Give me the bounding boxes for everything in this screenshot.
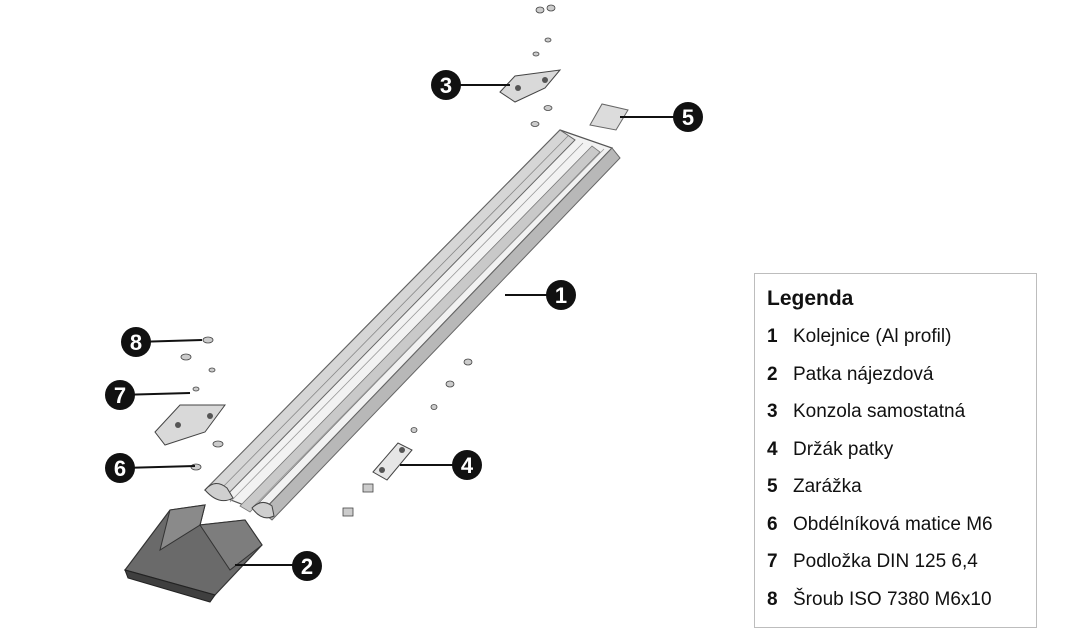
bracket-lower-part — [154, 404, 226, 446]
callout-5: 5 — [673, 102, 703, 132]
callout-5-label: 5 — [682, 105, 694, 130]
callout-8: 8 — [121, 327, 151, 357]
callout-4-label: 4 — [461, 453, 474, 478]
legend-item-label: Zarážka — [793, 476, 862, 497]
legend-item-number: 1 — [767, 326, 778, 347]
legend-item-number: 3 — [767, 401, 778, 422]
legend-box: Legenda 1 Kolejnice (Al profil) 2 Patka ná… — [754, 273, 1037, 628]
callout-2-label: 2 — [301, 554, 313, 579]
callout-7-label: 7 — [114, 383, 126, 408]
callout-7: 7 — [105, 380, 135, 410]
legend-title: Legenda — [767, 287, 854, 310]
callout-1: 1 — [546, 280, 576, 310]
callout-3: 3 — [431, 70, 461, 100]
foot-part — [123, 504, 263, 603]
legend-item: 5 Zarážka — [767, 468, 1036, 506]
callout-1-label: 1 — [555, 283, 567, 308]
stop-plate-part — [589, 103, 629, 131]
legend-item-number: 2 — [767, 363, 778, 385]
callout-3-label: 3 — [440, 73, 452, 98]
legend-item: 4 Držák patky — [767, 431, 1036, 469]
legend-item: 1 Kolejnice (Al profil) — [767, 318, 1036, 356]
legend-item-label: Šroub ISO 7380 M6x10 — [793, 588, 992, 610]
legend-item-label: Kolejnice (Al profil) — [793, 326, 952, 347]
legend-item-number: 6 — [767, 513, 778, 535]
callout-2: 2 — [292, 551, 322, 581]
legend-item: 6 Obdélníková matice M6 — [767, 506, 1036, 544]
legend-item-label: Konzola samostatná — [793, 401, 966, 422]
callout-4: 4 — [452, 450, 482, 480]
callout-6: 6 — [105, 453, 135, 483]
callout-8-label: 8 — [130, 330, 142, 355]
legend-item-number: 5 — [767, 476, 778, 497]
bracket-top-part — [499, 69, 562, 103]
legend-item-label: Patka nájezdová — [793, 363, 934, 385]
legend-item: 8 Šroub ISO 7380 M6x10 — [767, 581, 1036, 619]
legend-item-number: 7 — [767, 551, 778, 572]
legend-item-label: Obdélníková matice M6 — [793, 513, 993, 535]
callout-6-label: 6 — [114, 456, 126, 481]
legend-item-number: 4 — [767, 438, 778, 460]
legend-item-label: Držák patky — [793, 438, 894, 460]
legend-item: 2 Patka nájezdová — [767, 356, 1036, 394]
legend-item-label: Podložka DIN 125 6,4 — [793, 551, 978, 572]
legend-item: 7 Podložka DIN 125 6,4 — [767, 543, 1036, 581]
hardware-parts — [180, 4, 556, 517]
rail-part — [203, 129, 621, 521]
exploded-assembly-drawing: 1 2 3 4 5 6 7 8 — [105, 4, 703, 603]
legend-item-number: 8 — [767, 588, 778, 610]
legend-item: 3 Konzola samostatná — [767, 393, 1036, 431]
foot-holder-part — [372, 442, 413, 481]
